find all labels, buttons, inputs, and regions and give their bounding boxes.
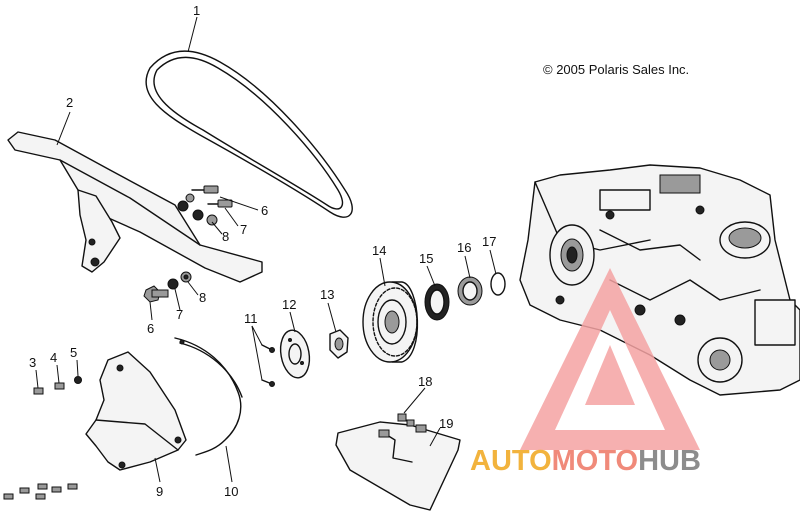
watermark-logo: [520, 268, 700, 450]
callout-7b: 7: [176, 307, 183, 322]
drive-belt-icon: [145, 50, 353, 218]
callout-4: 4: [50, 350, 57, 365]
callout-16: 16: [457, 240, 471, 255]
callout-3: 3: [29, 355, 36, 370]
watermark-hub: HUB: [638, 445, 701, 477]
bearing-icon: [424, 276, 483, 321]
nut-icon: [279, 329, 349, 379]
callout-8: 8: [222, 229, 229, 244]
gasket-icon: [174, 337, 243, 456]
callout-1: 1: [193, 3, 200, 18]
snap-ring-icon: [490, 272, 506, 296]
sprocket-icon: [362, 281, 419, 363]
bolt-icon: [3, 483, 78, 500]
callout-labels: 1 2 3 4 5 6 7 8 8 7 6 9 10 11 12 13 14 1…: [29, 3, 496, 499]
watermark-text: AUTOMOTOHUB: [470, 445, 701, 477]
watermark-moto: MOTO: [552, 445, 638, 477]
callout-19: 19: [439, 416, 453, 431]
leader-lines: [35, 16, 497, 483]
svg-text:AUTOMOTOHUB: AUTOMOTOHUB: [470, 445, 701, 477]
callout-12: 12: [282, 297, 296, 312]
callout-2: 2: [66, 95, 73, 110]
bolt-icon: [261, 344, 275, 387]
callout-6: 6: [261, 203, 268, 218]
bolt-icon: [33, 376, 82, 395]
callout-9: 9: [156, 484, 163, 499]
callout-13: 13: [320, 287, 334, 302]
callout-15: 15: [419, 251, 433, 266]
cover-icon: [85, 351, 187, 471]
washer-icon: [143, 271, 192, 303]
callout-6b: 6: [147, 321, 154, 336]
callout-8b: 8: [199, 290, 206, 305]
shield-icon: [335, 421, 461, 511]
belt-guard-icon: [7, 131, 263, 283]
engine-block-icon: [519, 164, 800, 396]
callout-5: 5: [70, 345, 77, 360]
callout-7: 7: [240, 222, 247, 237]
watermark-auto: AUTO: [470, 445, 552, 477]
callout-14: 14: [372, 243, 386, 258]
callout-11: 11: [244, 311, 258, 326]
bolt-icon: [177, 185, 233, 226]
callout-10: 10: [224, 484, 238, 499]
callout-17: 17: [482, 234, 496, 249]
copyright-text: © 2005 Polaris Sales Inc.: [543, 62, 689, 77]
bolt-icon: [397, 413, 415, 427]
callout-18: 18: [418, 374, 432, 389]
